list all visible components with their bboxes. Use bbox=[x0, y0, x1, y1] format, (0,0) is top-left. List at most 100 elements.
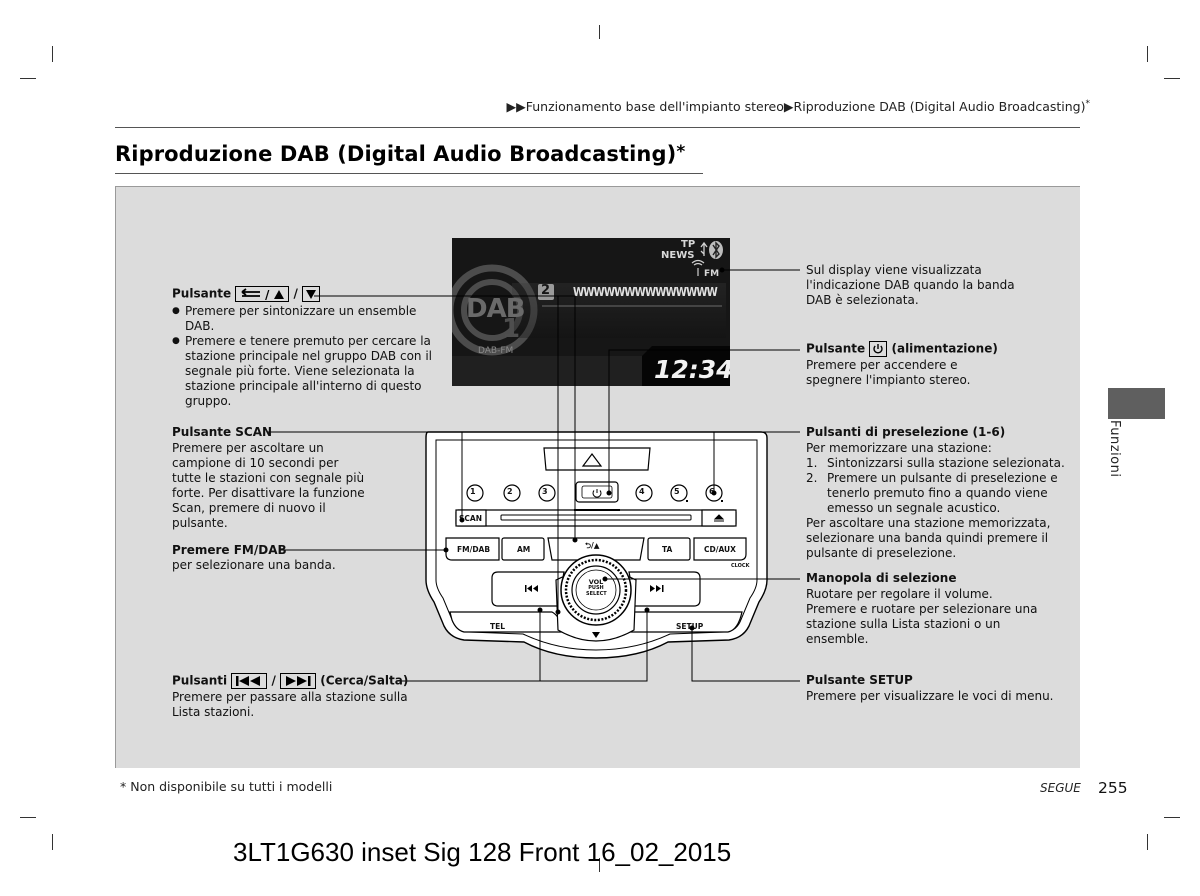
down-arrow-key bbox=[302, 286, 321, 302]
callout-scan-title: Pulsante SCAN bbox=[172, 425, 273, 439]
callout-setup: Pulsante SETUP Premere per visualizzare … bbox=[806, 673, 1053, 704]
page-number: 255 bbox=[1098, 779, 1128, 797]
preset-1-label: 1 bbox=[470, 487, 476, 496]
tune-up-button-label: ⮌/▲ bbox=[585, 541, 600, 550]
step-text: Premere un pulsante di preselezione e te… bbox=[827, 471, 1058, 515]
print-code: 3LT1G630 inset Sig 128 Front 16_02_2015 bbox=[233, 837, 732, 867]
callout-knob-line1: Ruotare per regolare il volume. bbox=[806, 587, 993, 601]
step-number: 1. bbox=[806, 456, 818, 470]
breadcrumb-arrow-icon: ▶ bbox=[783, 99, 794, 115]
header-rule bbox=[115, 127, 1080, 128]
step-text: Sintonizzarsi sulla stazione selezionata… bbox=[827, 456, 1065, 470]
callout-fmdab: Premere FM/DAB per selezionare una banda… bbox=[172, 543, 336, 573]
eject-icon bbox=[713, 514, 725, 522]
seek-forward-key-icon bbox=[286, 676, 311, 686]
knob-label-select: SELECT bbox=[586, 591, 607, 597]
fm-indicator: FM bbox=[704, 269, 720, 279]
callout-seek-separator: / bbox=[271, 673, 276, 688]
display-graphic bbox=[452, 238, 730, 386]
down-arrow-icon bbox=[306, 290, 317, 299]
preset-number: 2 bbox=[541, 283, 551, 298]
dab-ensemble-number: 1 bbox=[502, 314, 521, 344]
clock-button-label: CLOCK bbox=[731, 563, 750, 569]
usb-icon bbox=[700, 241, 708, 256]
audio-unit: 1 2 3 4 5 6 SCAN FM/DAB AM ⮌/▲ TA CD/AUX… bbox=[424, 430, 769, 662]
preset-6-label: 6 bbox=[709, 487, 715, 496]
crop-mark bbox=[52, 834, 53, 850]
preset-3-label: 3 bbox=[542, 487, 548, 496]
breadcrumb-part1: Funzionamento base dell'impianto stereo bbox=[525, 99, 784, 115]
scan-button-label: SCAN bbox=[459, 514, 482, 523]
seek-forward-icon bbox=[650, 585, 664, 592]
preset-4-label: 4 bbox=[639, 487, 645, 496]
crop-mark bbox=[20, 78, 36, 79]
callout-presets-title: Pulsanti di preselezione (1-6) bbox=[806, 425, 1006, 439]
callout-presets-outro: Per ascoltare una stazione memorizzata, … bbox=[806, 516, 1051, 560]
knob-label-vol: VOL bbox=[588, 578, 604, 586]
callout-presets-step-2: 2. Premere un pulsante di preselezione e … bbox=[806, 471, 1065, 516]
callout-power: Pulsante (alimentazione) Premere per acc… bbox=[806, 341, 998, 388]
am-button-label: AM bbox=[517, 545, 531, 554]
svg-text:/: / bbox=[265, 288, 270, 300]
crop-mark bbox=[52, 46, 53, 62]
crop-mark bbox=[599, 25, 600, 39]
callout-scan: Pulsante SCAN Premere per ascoltare un c… bbox=[172, 425, 365, 531]
power-key bbox=[869, 341, 888, 357]
breadcrumb-arrow-icon: ▶▶ bbox=[506, 99, 526, 115]
section-tab bbox=[1108, 388, 1165, 419]
title-rule bbox=[115, 173, 703, 174]
clock-readout: 12:34 bbox=[654, 355, 730, 384]
callout-tune-bullet-2: Premere e tenere premuto per cercare la … bbox=[172, 334, 432, 409]
power-key-icon bbox=[873, 344, 883, 354]
back-arrow-icon: / bbox=[241, 288, 285, 300]
tel-button-label: TEL bbox=[490, 622, 506, 631]
power-icon bbox=[592, 489, 602, 498]
callout-tune-separator: / bbox=[293, 286, 298, 301]
bluetooth-icon bbox=[709, 241, 723, 259]
preset-2-label: 2 bbox=[507, 487, 513, 496]
callout-fmdab-title: Premere FM/DAB bbox=[172, 543, 287, 557]
callout-tune-bullet-1: Premere per sintonizzare un ensemble DAB… bbox=[172, 304, 432, 334]
station-name: WWWWWWWWWWWWWW bbox=[573, 285, 718, 299]
page-title-asterisk: * bbox=[676, 142, 686, 162]
callout-knob-line2: Premere e ruotare per selezionare una st… bbox=[806, 602, 1038, 646]
preset-5-label: 5 bbox=[674, 487, 680, 496]
callout-setup-title: Pulsante SETUP bbox=[806, 673, 913, 687]
ta-button-label: TA bbox=[662, 545, 673, 554]
knob-label-push: PUSH bbox=[588, 585, 604, 591]
crop-mark bbox=[599, 858, 600, 872]
callout-scan-body: Premere per ascoltare un campione di 10 … bbox=[172, 441, 365, 530]
setup-button-label: SETUP bbox=[676, 622, 704, 631]
callout-seek: Pulsanti / (Cerca/Salta) Premere per pas… bbox=[172, 673, 408, 720]
callout-knob: Manopola di selezione Ruotare per regola… bbox=[806, 571, 1038, 647]
callout-seek-prefix: Pulsanti bbox=[172, 673, 228, 688]
cd-aux-button-label: CD/AUX bbox=[704, 545, 736, 554]
dab-logo: DAB bbox=[466, 294, 526, 324]
step-number: 2. bbox=[806, 471, 818, 485]
crop-mark bbox=[1147, 46, 1148, 62]
callout-power-title: Pulsante (alimentazione) bbox=[806, 341, 998, 357]
crop-mark bbox=[20, 817, 36, 818]
crop-mark bbox=[1147, 834, 1148, 850]
callout-seek-suffix: (Cerca/Salta) bbox=[320, 673, 409, 688]
seek-forward-key bbox=[280, 673, 317, 689]
page-title-text: Riproduzione DAB (Digital Audio Broadcas… bbox=[115, 142, 677, 166]
audio-display: TP NEWS FM 2 WWWWWWWWWWWWWW DAB 1 DAB-FM… bbox=[452, 238, 730, 386]
seek-back-icon bbox=[525, 585, 538, 592]
callout-power-body: Premere per accendere e spegnere l'impia… bbox=[806, 358, 971, 387]
fm-dab-button-label: FM/DAB bbox=[457, 545, 491, 554]
breadcrumb-part2: Riproduzione DAB (Digital Audio Broadcas… bbox=[793, 99, 1086, 115]
tune-down-icon bbox=[592, 632, 600, 638]
seek-back-key-icon bbox=[236, 676, 261, 686]
breadcrumb-asterisk: * bbox=[1085, 99, 1091, 109]
callout-presets-step-1: 1. Sintonizzarsi sulla stazione seleziona… bbox=[806, 456, 1065, 471]
seek-back-key bbox=[231, 673, 268, 689]
tp-indicator: TP bbox=[681, 239, 696, 250]
section-tab-label: Funzioni bbox=[1107, 420, 1122, 478]
crop-mark bbox=[1164, 817, 1180, 818]
callout-presets-intro: Per memorizzare una stazione: bbox=[806, 441, 992, 455]
antenna-icon bbox=[691, 259, 705, 276]
preset-buttons bbox=[466, 484, 723, 502]
callout-power-prefix: Pulsante bbox=[806, 341, 866, 356]
callout-tune: Pulsante / / Premere per sintonizzare un… bbox=[172, 286, 432, 409]
